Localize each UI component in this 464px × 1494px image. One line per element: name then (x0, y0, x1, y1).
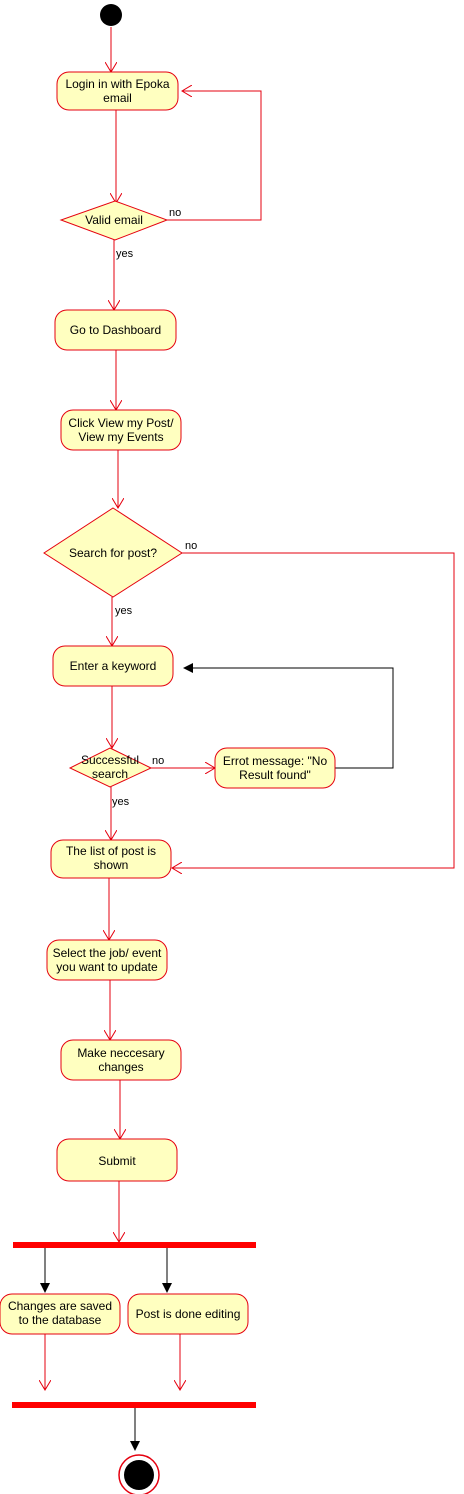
edge-label-search-no: no (185, 540, 197, 552)
start-node (100, 4, 122, 26)
action-select-item: Select the job/ event you want to update (46, 939, 168, 981)
decision-successful-search-line2: search (92, 767, 128, 781)
edge-label-valid-yes: yes (116, 248, 134, 260)
action-post-done: Post is done editing (127, 1293, 249, 1335)
action-post-list-line2: shown (94, 858, 129, 872)
action-login-line1: Login in with Epoka (65, 77, 169, 91)
action-select-item-line1: Select the job/ event (53, 946, 162, 960)
action-view-posts-line2: View my Events (78, 430, 163, 444)
decision-valid-email-label: Valid email (85, 213, 143, 227)
action-submit-label: Submit (98, 1154, 136, 1168)
action-enter-keyword-label: Enter a keyword (70, 659, 157, 673)
edges (45, 27, 455, 1390)
edge-search-no-to-list (172, 552, 455, 868)
action-changes-saved: Changes are saved to the database (0, 1293, 121, 1335)
action-make-changes: Make neccesary changes (60, 1039, 182, 1081)
edge-label-valid-no: no (169, 207, 181, 219)
decision-successful-search-line1: Successful (81, 753, 139, 767)
action-dashboard-label: Go to Dashboard (70, 323, 161, 337)
action-error-message: Errot message: "No Result found" (214, 747, 336, 789)
action-make-changes-line1: Make neccesary (77, 1046, 164, 1060)
edge-label-search-yes: yes (115, 605, 133, 617)
action-enter-keyword: Enter a keyword (52, 645, 174, 687)
action-submit: Submit (56, 1138, 178, 1182)
action-post-list: The list of post is shown (50, 839, 172, 879)
action-login-line2: email (103, 91, 132, 105)
decision-successful-search: Successful search (68, 747, 153, 788)
end-node (118, 1454, 160, 1494)
action-select-item-line2: you want to update (56, 960, 158, 974)
action-make-changes-line2: changes (98, 1060, 143, 1074)
action-view-posts: Click View my Post/ View my Events (60, 409, 182, 451)
edge-label-success-no: no (152, 755, 164, 767)
action-post-done-label: Post is done editing (136, 1307, 241, 1321)
decision-search-post: Search for post? (43, 507, 183, 598)
join-bar (12, 1402, 256, 1408)
action-view-posts-line1: Click View my Post/ (68, 416, 174, 430)
action-post-list-line1: The list of post is (66, 844, 156, 858)
edge-valid-no-loop (167, 91, 262, 221)
edge-error-back-to-keyword (183, 663, 394, 769)
action-dashboard: Go to Dashboard (54, 309, 177, 351)
decision-valid-email: Valid email (59, 200, 169, 241)
black-edges (40, 663, 394, 1451)
action-error-message-line1: Errot message: "No (223, 754, 328, 768)
action-changes-saved-line2: to the database (19, 1313, 102, 1327)
action-changes-saved-line1: Changes are saved (8, 1299, 112, 1313)
edge-label-success-yes: yes (112, 796, 130, 808)
decision-search-post-label: Search for post? (69, 546, 157, 560)
fork-bar (13, 1242, 256, 1248)
action-error-message-line2: Result found" (239, 768, 311, 782)
action-login: Login in with Epoka email (56, 71, 179, 111)
